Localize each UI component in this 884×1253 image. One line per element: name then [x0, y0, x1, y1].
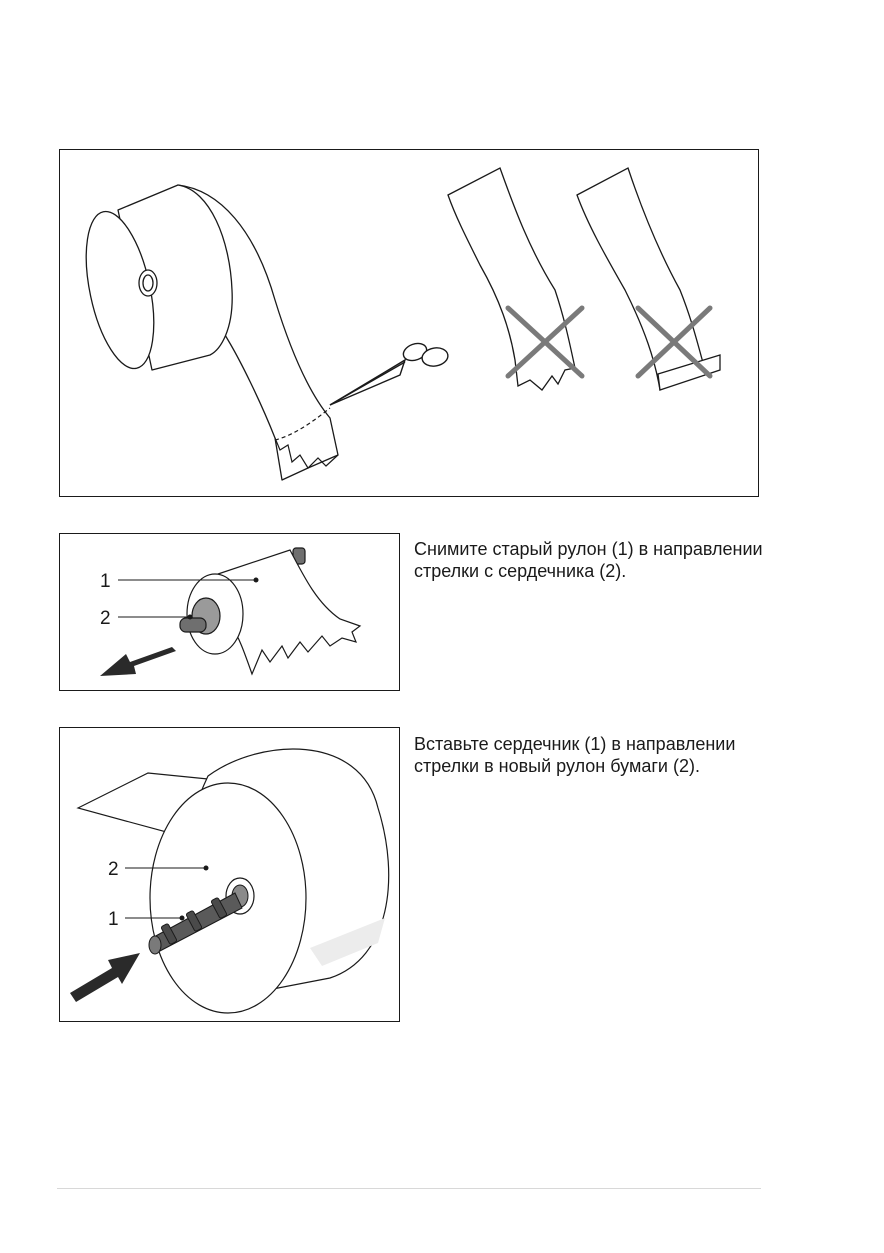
callout-roll: 1	[100, 571, 111, 592]
old-roll-paper	[217, 549, 362, 676]
wrong-mark-1-icon	[505, 305, 585, 379]
wrong-mark-2-icon	[635, 305, 713, 379]
footer-divider	[57, 1188, 761, 1189]
figure-remove-old-roll: 1 2	[59, 533, 400, 691]
direction-arrow-icon	[70, 953, 140, 1002]
callout-new-roll: 2	[108, 859, 119, 880]
cut-line	[274, 407, 331, 441]
insert-core-illustration: 2 1	[70, 748, 390, 1014]
wrong-cut-strip-1	[447, 167, 576, 391]
scissors-icon	[329, 342, 449, 406]
callout-core: 1	[108, 909, 119, 930]
callout-core: 2	[100, 608, 111, 629]
cutting-illustration	[85, 167, 721, 481]
wrong-cut-strip-2	[576, 167, 706, 391]
instruction-remove-roll: Снимите старый рулон (1) в направлении с…	[414, 539, 763, 581]
direction-arrow-icon	[100, 647, 176, 676]
figure-cutting-paper	[59, 149, 759, 497]
figure-insert-core: 2 1	[59, 727, 400, 1022]
instruction-insert-core: Вставьте сердечник (1) в направлении стр…	[414, 734, 736, 776]
remove-roll-illustration: 1 2	[100, 547, 362, 676]
core-spindle	[148, 892, 243, 955]
tape-piece	[657, 354, 721, 391]
